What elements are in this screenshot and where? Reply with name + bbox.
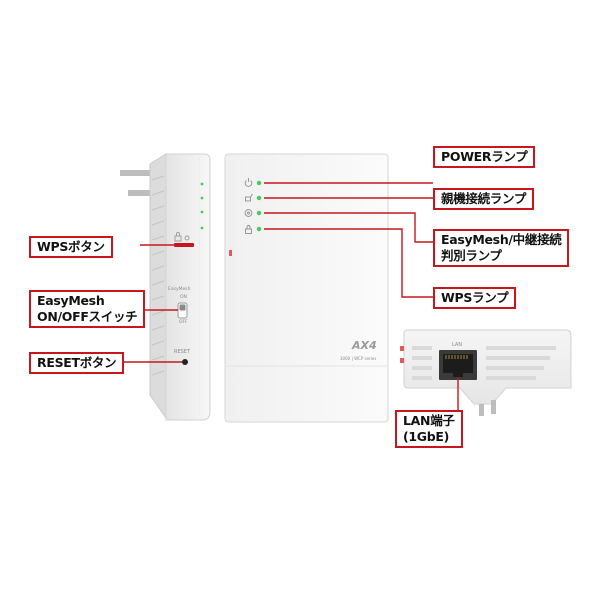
plug-prong-upper [120, 170, 152, 176]
callout-wps-button: WPSボタン [29, 236, 113, 258]
callout-reset-button-text: RESETボタン [37, 355, 117, 370]
bottom-vent-slots [412, 346, 556, 380]
leader-wps-lamp [264, 228, 433, 298]
callout-power-lamp: POWERランプ [433, 146, 536, 168]
reset-button[interactable] [182, 359, 188, 365]
side-view-device [120, 153, 211, 421]
side-led [200, 226, 204, 230]
callout-parent-lamp-text: 親機接続ランプ [441, 191, 527, 206]
side-led [200, 196, 204, 200]
callout-parent-lamp: 親機接続ランプ [433, 188, 535, 210]
parent-connection-icon [245, 193, 253, 202]
bottom-plug-prong [479, 404, 484, 416]
front-body [224, 153, 389, 423]
power-led [256, 180, 262, 186]
bottom-view-device [400, 329, 572, 416]
callout-easymesh-switch-line2: ON/OFFスイッチ [37, 309, 138, 324]
side-easymesh-text: EasyMesh [168, 287, 191, 292]
side-reset-text: RESET [174, 349, 191, 355]
callout-easymesh-lamp: EasyMesh/中継接続 判別ランプ [433, 229, 570, 267]
callout-easymesh-lamp-line1: EasyMesh/中継接続 [441, 232, 562, 247]
bottom-side-marker [400, 346, 404, 351]
callout-easymesh-lamp-line2: 判別ランプ [441, 248, 502, 263]
parent-connection-led [256, 195, 262, 201]
wps-icon [174, 232, 190, 242]
side-vent-slots [151, 175, 165, 376]
side-back-panel [149, 153, 167, 420]
wps-lamp-icon [245, 225, 252, 234]
front-side-marker [229, 250, 232, 256]
side-led [200, 182, 204, 186]
leader-easymesh [264, 212, 433, 243]
callout-wps-lamp-text: WPSランプ [441, 290, 509, 305]
callout-lan-port: LAN端子 (1GbE) [395, 410, 463, 448]
callout-easymesh-switch: EasyMesh ON/OFFスイッチ [29, 290, 146, 328]
front-view-device [224, 153, 389, 423]
side-off-text: OFF [179, 320, 188, 325]
lan-port-latch [453, 373, 463, 377]
callout-reset-button: RESETボタン [29, 352, 125, 374]
plug-prong-lower [128, 190, 152, 196]
wps-button[interactable] [174, 243, 194, 247]
bottom-lan-text: LAN [452, 342, 463, 348]
wps-led [256, 226, 262, 232]
easymesh-icon [244, 209, 253, 217]
side-led [200, 210, 204, 214]
bottom-plug-prong [491, 400, 496, 414]
power-icon [244, 178, 253, 187]
callout-lan-port-line2: (1GbE) [403, 429, 450, 444]
callout-wps-lamp: WPSランプ [433, 287, 517, 309]
callout-lan-port-line1: LAN端子 [403, 413, 455, 428]
side-on-text: ON [180, 295, 187, 300]
callout-easymesh-switch-line1: EasyMesh [37, 293, 105, 308]
lan-port-pins [445, 355, 468, 359]
easymesh-led [256, 210, 262, 216]
callout-wps-button-text: WPSボタン [37, 239, 105, 254]
easymesh-switch-knob[interactable] [179, 304, 186, 311]
lan-port-socket [443, 354, 473, 373]
front-logo: AX4 [352, 339, 377, 352]
callout-power-lamp-text: POWERランプ [441, 149, 528, 164]
bottom-side-marker [400, 358, 404, 363]
front-model-text: 3000 | WCP series [340, 356, 377, 361]
callout-leader-lines [118, 182, 459, 410]
led-icon-group [244, 178, 253, 234]
